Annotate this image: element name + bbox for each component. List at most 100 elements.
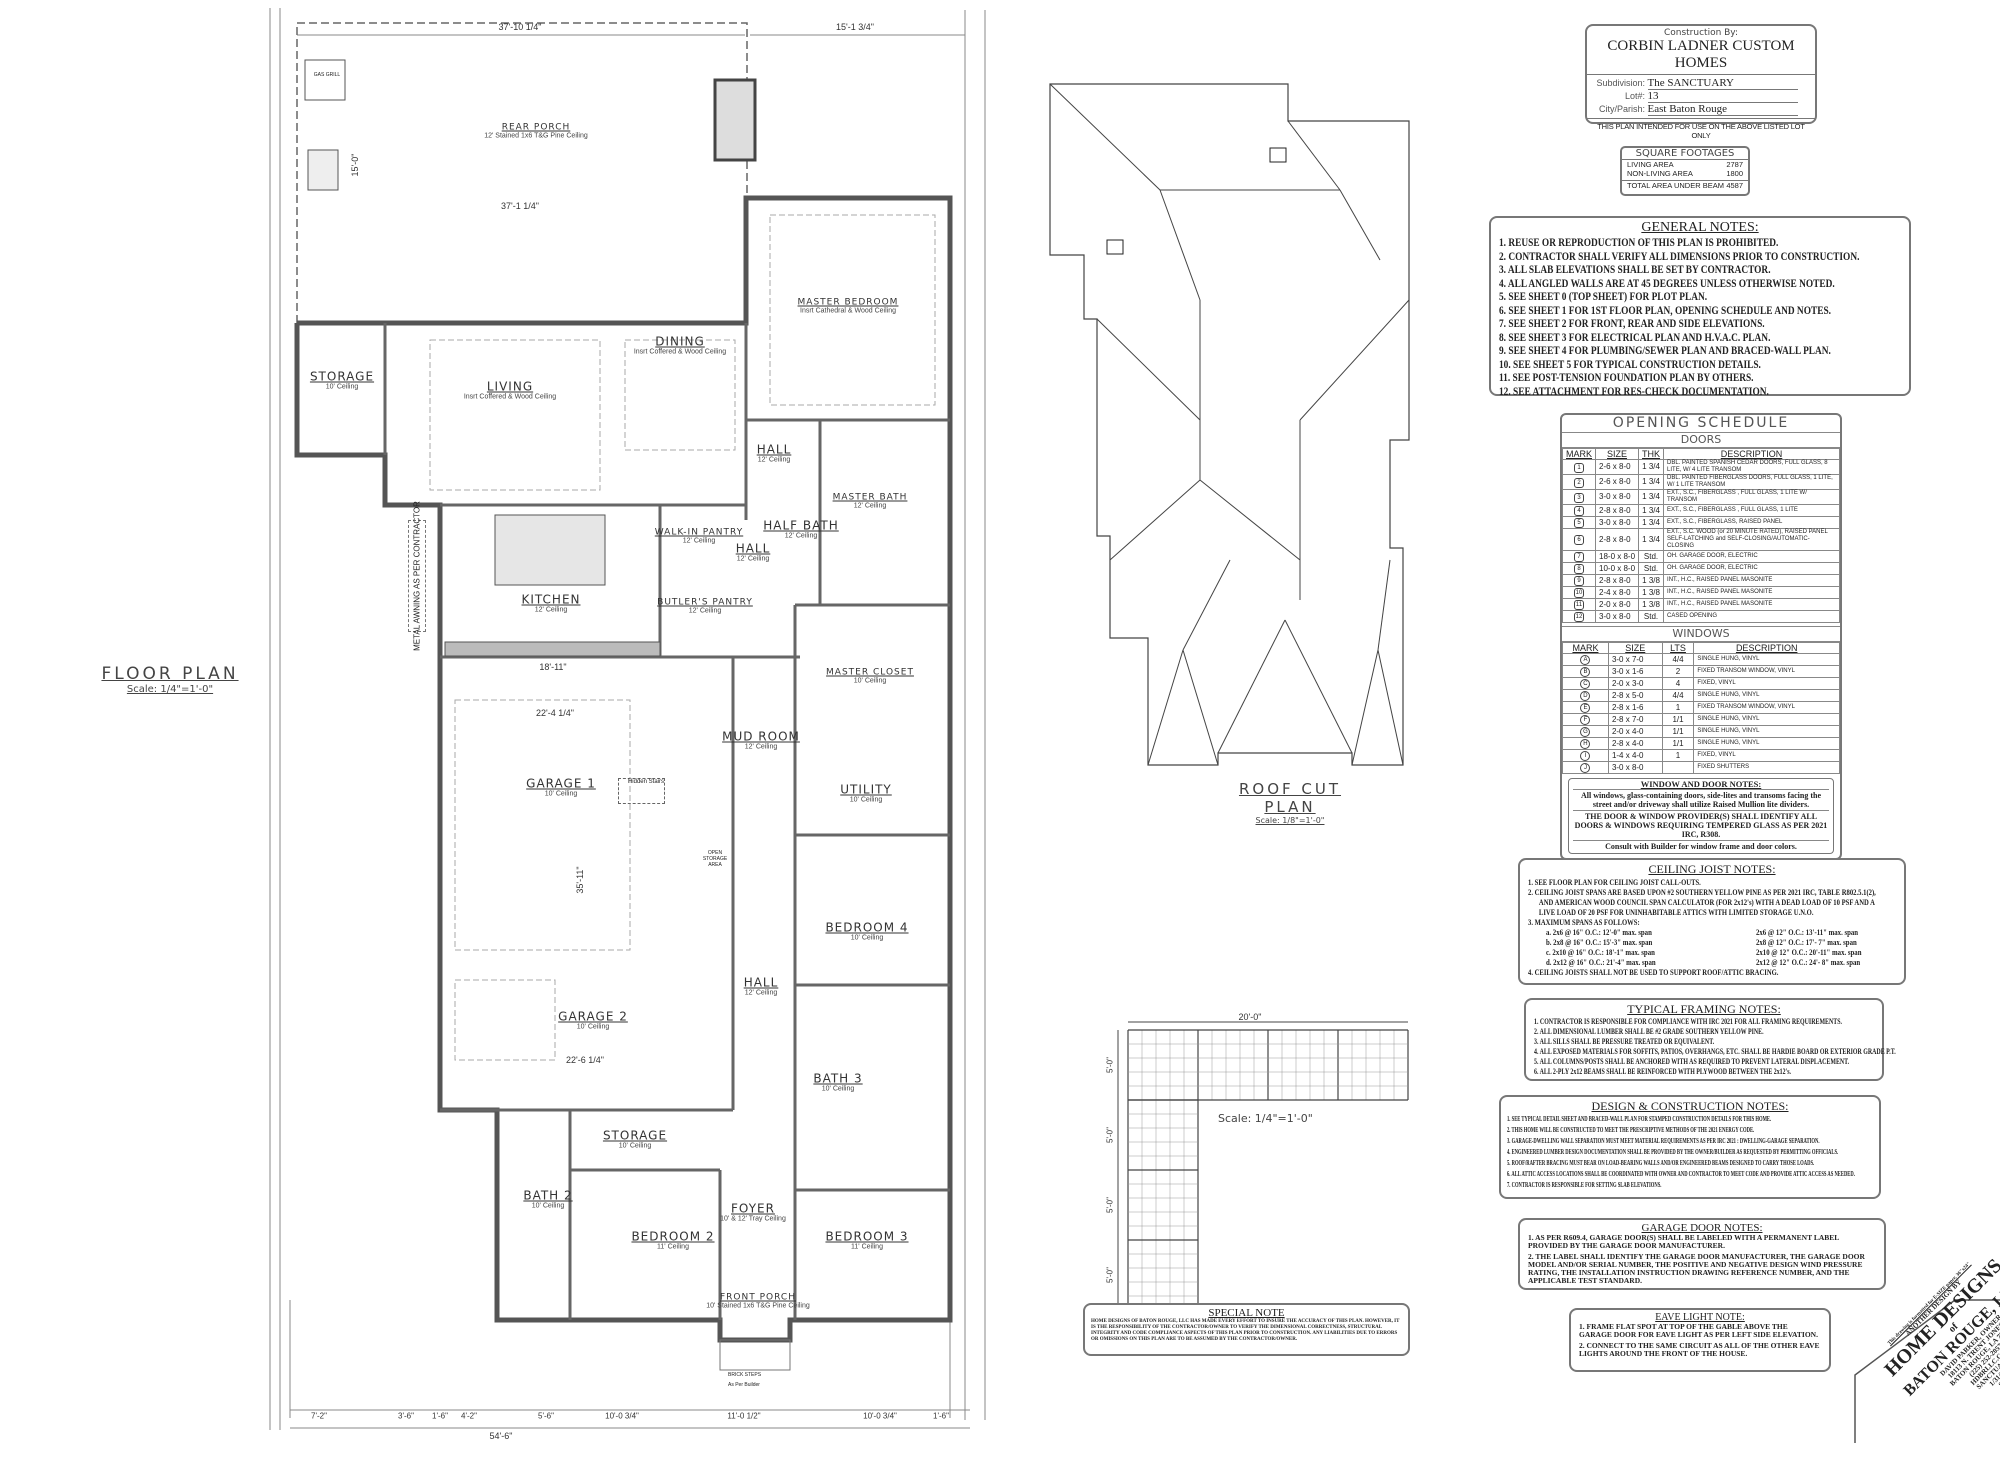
room-name: HALF BATH bbox=[763, 518, 839, 533]
room-ceiling: 12' Ceiling bbox=[757, 456, 791, 464]
room-ceiling: 10' Ceiling bbox=[544, 790, 578, 798]
general-notes-list: 1. REUSE OR REPRODUCTION OF THIS PLAN IS… bbox=[1499, 235, 1901, 398]
note-item: 4. CEILING JOISTS SHALL NOT BE USED TO S… bbox=[1528, 967, 1779, 977]
room-name: FOYER bbox=[731, 1201, 775, 1216]
general-notes-title: GENERAL NOTES: bbox=[1641, 220, 1759, 235]
room-name: BUTLER'S PANTRY bbox=[657, 597, 753, 608]
room-name: REAR PORCH bbox=[501, 122, 571, 133]
span-16oc: d. 2x12 @ 16" O.C.: 21'-4" max. span bbox=[1546, 957, 1656, 967]
subdivision-row: Subdivision: The SANCTUARY bbox=[1593, 77, 1809, 90]
bottom-dimension: 10'-0 3/4" bbox=[863, 1411, 897, 1421]
window-door-notes-box: WINDOW AND DOOR NOTES: All windows, glas… bbox=[1568, 778, 1834, 854]
description-cell: CASED OPENING bbox=[1663, 610, 1840, 623]
note-item: 2. ALL DIMENSIONAL LUMBER SHALL BE #2 GR… bbox=[1534, 1027, 1764, 1036]
opening-schedule-title: OPENING SCHEDULE bbox=[1562, 415, 1840, 433]
window-mark-icon: F bbox=[1580, 715, 1591, 725]
as-per-builder-label: As Per Builder bbox=[728, 1382, 760, 1388]
sqft-label: LIVING AREA bbox=[1627, 160, 1674, 169]
special-note-box: SPECIAL NOTE HOME DESIGNS OF BATON ROUGE… bbox=[1083, 1303, 1410, 1356]
room-ceiling: 12' Ceiling bbox=[688, 607, 722, 615]
room-name: HALL bbox=[756, 442, 792, 457]
note-item: 4. ENGINEERED LUMBER DESIGN DOCUMENTATIO… bbox=[1507, 1148, 1839, 1156]
framing-notes-list: 1. CONTRACTOR IS RESPONSIBLE FOR COMPLIA… bbox=[1534, 1017, 1896, 1077]
dim-garage-width: 22'-4 1/4" bbox=[536, 708, 574, 718]
roof-vent-icon bbox=[1269, 147, 1287, 163]
window-mark-icon: D bbox=[1580, 691, 1591, 701]
bottom-dimension: 11'-0 1/2" bbox=[727, 1411, 761, 1421]
room-name: MUD ROOM bbox=[722, 729, 800, 744]
room-name: FRONT PORCH bbox=[720, 1292, 796, 1303]
sqft-label: TOTAL AREA UNDER BEAM bbox=[1627, 181, 1724, 190]
room-name: HALL bbox=[743, 975, 779, 990]
bottom-dimension: 1'-6" bbox=[933, 1411, 949, 1421]
roof-vent-icon bbox=[1106, 239, 1124, 255]
note-item: 2. THE LABEL SHALL IDENTIFY THE GARAGE D… bbox=[1528, 1252, 1865, 1285]
intended-use-note: THIS PLAN INTENDED FOR USE ON THE ABOVE … bbox=[1587, 118, 1815, 140]
sqft-value: 4587 bbox=[1726, 181, 1743, 190]
door-mark-icon: 3 bbox=[1574, 492, 1584, 503]
room-ceiling: 10' Ceiling bbox=[853, 677, 887, 685]
ceiling-joist-notes-title: CEILING JOIST NOTES: bbox=[1648, 862, 1776, 876]
dim-kitchen-width: 18'-11" bbox=[539, 662, 567, 672]
room-ceiling: 12' Ceiling bbox=[744, 989, 778, 997]
roof-plan-title: ROOF CUT PLAN bbox=[1238, 780, 1342, 816]
eave-light-note-list: 1. FRAME FLAT SPOT AT TOP OF THE GABLE A… bbox=[1579, 1323, 1821, 1358]
special-note-title: SPECIAL NOTE bbox=[1208, 1307, 1285, 1319]
gas-grill-label: GAS GRILL bbox=[313, 72, 341, 78]
window-door-notes-title: WINDOW AND DOOR NOTES: bbox=[1640, 779, 1762, 789]
mark-cell: J bbox=[1562, 761, 1609, 774]
room-name: DINING bbox=[655, 334, 705, 349]
ceiling-joist-notes-list: 1. SEE FLOOR PLAN FOR CEILING JOIST CALL… bbox=[1528, 877, 1896, 977]
door-mark-icon: 12 bbox=[1574, 612, 1584, 622]
note-item: 6. SEE SHEET 1 FOR 1ST FLOOR PLAN, OPENI… bbox=[1499, 302, 1832, 317]
room-ceiling: 11' Ceiling bbox=[657, 1243, 689, 1251]
span-12oc: 2x6 @ 12" O.C.: 13'-11" max. span bbox=[1756, 927, 1859, 937]
room-name: WALK-IN PANTRY bbox=[654, 527, 744, 538]
note-item: 2. CONNECT TO THE SAME CIRCUIT AS ALL OF… bbox=[1579, 1341, 1820, 1358]
note-item: 4. ALL EXPOSED MATERIALS FOR SOFFITS, PA… bbox=[1534, 1047, 1896, 1056]
description-cell: EXT., S.C. WOOD (or 20 MINUTE RATED), RA… bbox=[1663, 528, 1840, 551]
note-item: 6. ALL 2-PLY 2x12 BEAMS SHALL BE REINFOR… bbox=[1534, 1067, 1792, 1076]
room-name: BEDROOM 4 bbox=[825, 920, 909, 935]
note-item: 3. ALL SLAB ELEVATIONS SHALL BE SET BY C… bbox=[1499, 262, 1771, 276]
mark-cell: 6 bbox=[1561, 528, 1597, 551]
size-cell: 2-8 x 5-0 bbox=[1607, 689, 1663, 702]
note-item: 1. SEE TYPICAL DETAIL SHEET AND BRACED-W… bbox=[1507, 1115, 1772, 1123]
room-name: GARAGE 2 bbox=[558, 1009, 628, 1024]
dim-porch-bottom: 37'-1 1/4" bbox=[501, 201, 539, 211]
city-row: City/Parish: East Baton Rouge bbox=[1593, 103, 1809, 116]
title-block: Construction By: CORBIN LADNER CUSTOM HO… bbox=[1585, 24, 1817, 140]
design-notes-list: 1. SEE TYPICAL DETAIL SHEET AND BRACED-W… bbox=[1507, 1114, 1873, 1191]
door-mark-icon: 8 bbox=[1574, 564, 1584, 574]
note-item: 7. SEE SHEET 2 FOR FRONT, REAR AND SIDE … bbox=[1499, 316, 1765, 330]
size-cell: 3-0 x 8-0 bbox=[1595, 610, 1640, 623]
room-name: UTILITY bbox=[840, 782, 892, 797]
room-ceiling: Insrt Coffered & Wood Ceiling bbox=[463, 393, 557, 401]
square-footages-title: SQUARE FOOTAGES bbox=[1622, 148, 1748, 160]
description-cell: FIXED SHUTTERS bbox=[1693, 761, 1840, 774]
room-ceiling: 12' Ceiling bbox=[744, 743, 778, 751]
room-name: MASTER CLOSET bbox=[826, 667, 914, 678]
room-name: STORAGE bbox=[309, 369, 375, 384]
bottom-dimension: 10'-0 3/4" bbox=[605, 1411, 639, 1421]
